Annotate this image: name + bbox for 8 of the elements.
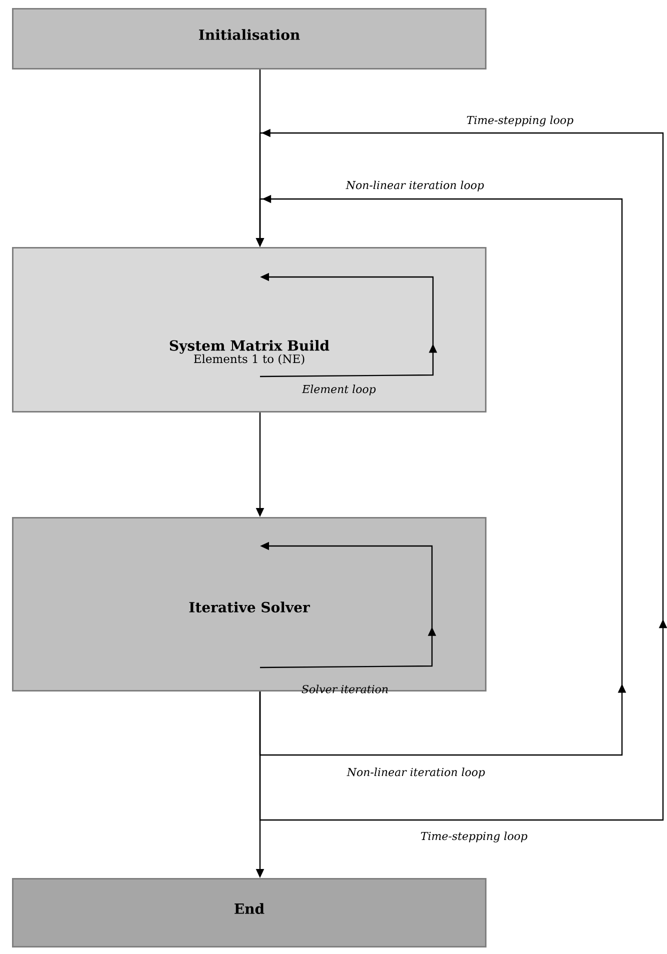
- process-box: Initialisation: [12, 8, 486, 70]
- edge-label: Time-stepping loop: [420, 832, 528, 842]
- edge-label: Element loop: [302, 384, 376, 396]
- process-box: End: [12, 878, 486, 948]
- edge-label: Non-linear iteration loop: [346, 768, 485, 778]
- loop-label: Non-linear iteration loop: [346, 180, 484, 192]
- loop-label: Time-stepping loop: [466, 116, 574, 126]
- edge-label: Solver iteration: [302, 684, 388, 694]
